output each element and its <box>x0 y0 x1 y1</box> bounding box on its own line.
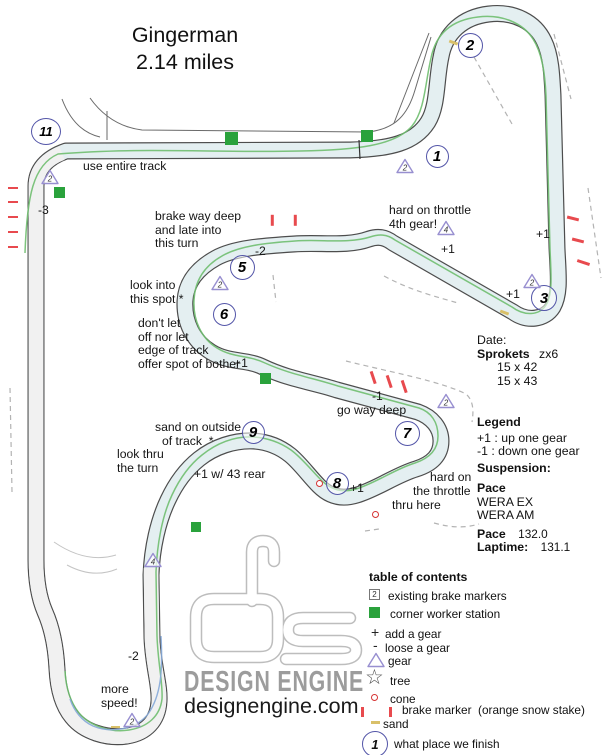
legend-item: +1 : up one gear <box>477 430 567 445</box>
design-engine-logo-icon <box>189 534 363 666</box>
corner-worker-icon <box>369 607 380 618</box>
toc-item-label: tree <box>390 674 411 688</box>
toc-item-label: loose a gear <box>385 641 450 655</box>
toc-item-label: brake marker (orange snow stake) <box>402 703 585 717</box>
laptime-label: Laptime: <box>477 540 529 554</box>
sprocket-option: 15 x 43 <box>497 373 538 388</box>
gear-caution-icon <box>367 652 385 668</box>
runoff-arcs <box>53 541 118 574</box>
legend-item: -1 : down one gear <box>477 444 580 459</box>
suspension-label: Suspension: <box>477 461 551 475</box>
pace-value: 132.0 <box>518 527 548 541</box>
toc-item-label: cone <box>390 692 416 706</box>
design-engine-wordmark: DESIGN ENGINE <box>184 664 365 698</box>
sprocket-option: 15 x 42 <box>497 360 538 375</box>
plus-icon: + <box>371 624 380 640</box>
dashed-guide-lines <box>9 33 602 532</box>
minus-icon: - <box>373 637 378 653</box>
tree-icon: ☆ <box>365 666 384 689</box>
start-finish-line <box>358 139 361 160</box>
numbered-brake-marker-icon: 2 <box>369 589 380 600</box>
pace-panel: Pace WERA EX WERA AM <box>477 481 535 523</box>
track-surface <box>27 5 567 746</box>
pace-class: WERA EX <box>477 494 534 509</box>
laptime-row: Laptime: 131.1 <box>477 540 571 555</box>
toc-item-label: add a gear <box>385 627 442 641</box>
toc-item-label: what place we finish <box>394 737 500 751</box>
setup-panel: Date: Sprokets zx6 15 x 42 15 x 43 <box>477 333 559 388</box>
toc-item-label: existing brake markers <box>388 589 507 603</box>
sprockets-label: Sprokets <box>477 346 530 361</box>
pace-row: Pace 132.0 <box>477 527 548 542</box>
page-title: Gingerman 2.14 miles <box>130 22 240 76</box>
track-distance: 2.14 miles <box>136 50 234 74</box>
pace-label: Pace <box>477 481 506 495</box>
sand-icon <box>371 721 380 724</box>
toc-item-label: corner worker station <box>390 607 501 621</box>
toc-title: table of contents <box>369 570 468 584</box>
toc-item-label: gear <box>388 654 412 668</box>
finish-place-icon: 1 <box>362 731 388 755</box>
brake-marker-icon <box>361 704 392 722</box>
track-name: Gingerman <box>131 23 239 47</box>
pace-class: WERA AM <box>477 508 535 523</box>
design-engine-website: designengine.com <box>184 694 359 718</box>
date-label: Date: <box>477 333 507 347</box>
laptime-value: 131.1 <box>540 540 571 554</box>
legend-panel: Legend +1 : up one gear -1 : down one ge… <box>477 415 580 459</box>
cone-icon <box>371 694 378 701</box>
pace-row-label: Pace <box>477 527 506 541</box>
sprockets-row: Sprokets zx6 <box>477 346 559 362</box>
legend-title: Legend <box>477 415 521 429</box>
toc-item-label: sand <box>383 717 409 731</box>
bike-model: zx6 <box>539 346 559 361</box>
